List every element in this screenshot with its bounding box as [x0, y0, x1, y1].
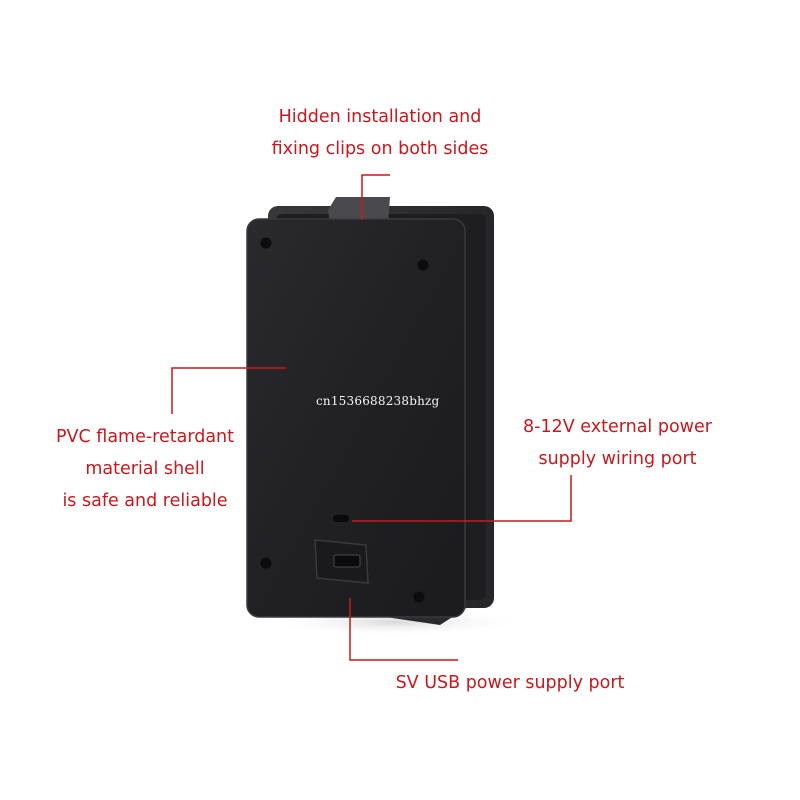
annotation-line: PVC flame-retardant — [55, 427, 235, 447]
leader-lines — [171, 174, 572, 661]
annotation-line: 8-12V external power — [523, 417, 712, 437]
leader-line-clips — [361, 174, 390, 220]
screw-hole — [417, 259, 429, 271]
annotation-clips: Hidden installation and fixing clips on … — [240, 101, 520, 165]
leader-line-shell — [171, 367, 286, 414]
annotation-shell: PVC flame-retardant material shell is sa… — [30, 421, 260, 517]
screw-hole — [260, 237, 272, 249]
annotation-line: supply wiring port — [538, 449, 697, 469]
rear-shell — [247, 219, 465, 617]
screw-hole — [413, 591, 425, 603]
annotation-line: Hidden installation and — [278, 107, 482, 127]
annotation-wiring-port: 8-12V external power supply wiring port — [505, 411, 730, 475]
watermark: cn1536688238bhzg — [316, 394, 440, 408]
annotation-usb-port: SV USB power supply port — [370, 667, 650, 699]
wiring-port — [333, 515, 349, 522]
screw-hole — [260, 557, 272, 569]
annotation-line: is safe and reliable — [62, 491, 228, 511]
annotation-line: material shell — [85, 459, 205, 479]
annotation-line: SV USB power supply port — [395, 673, 625, 693]
annotation-line: fixing clips on both sides — [271, 139, 489, 159]
usb-port — [333, 554, 361, 568]
leader-line-usb — [349, 598, 458, 661]
leader-line-wiring — [352, 475, 572, 522]
